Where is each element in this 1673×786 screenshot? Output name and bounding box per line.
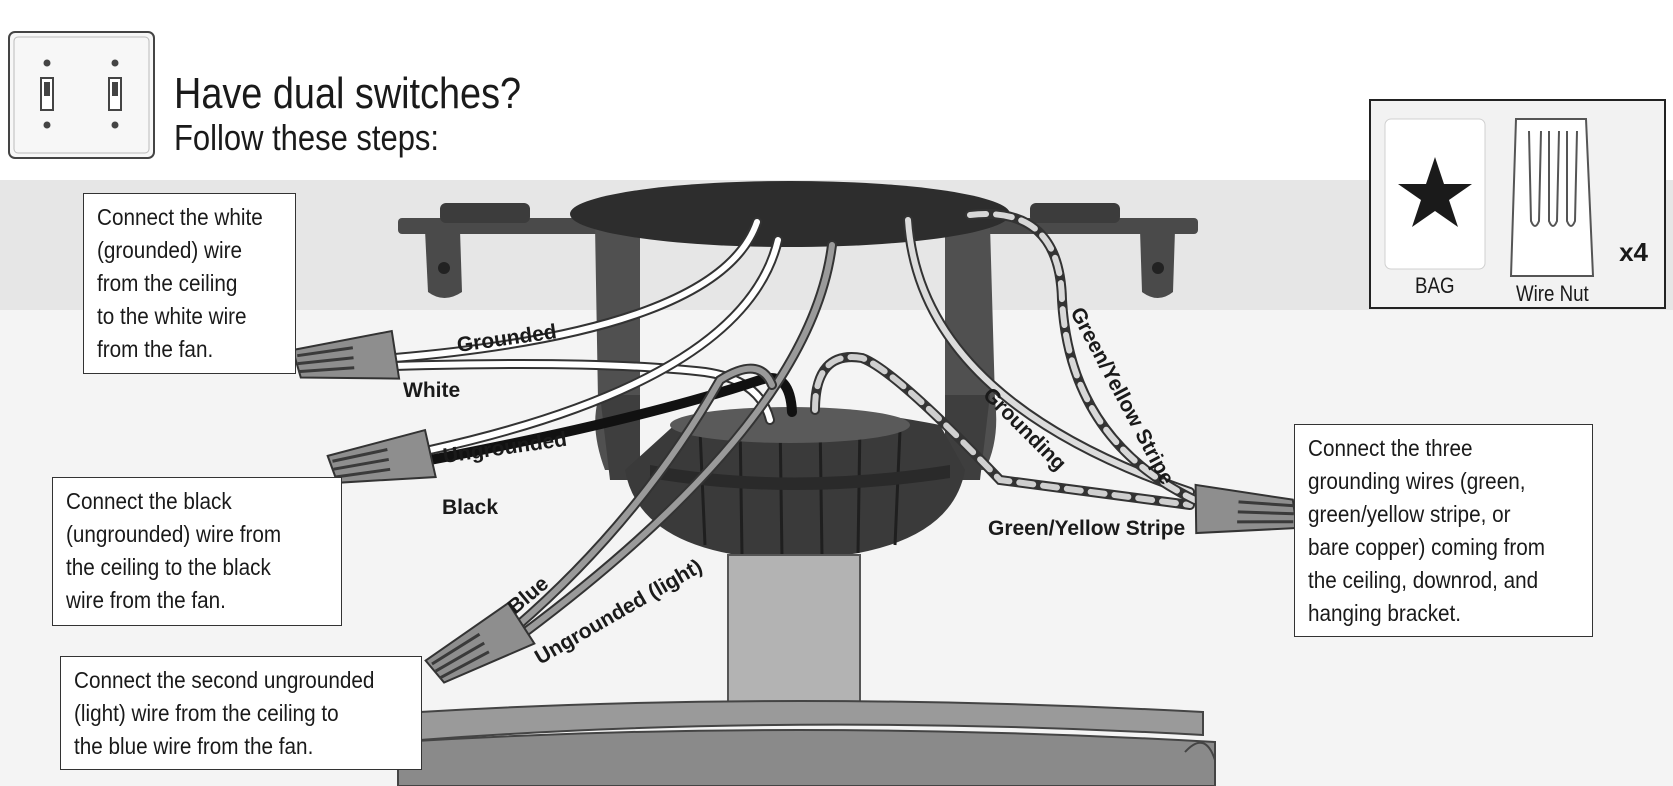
label-white: White: [403, 379, 460, 402]
page-subtitle: Follow these steps:: [174, 117, 440, 158]
star-icon: [1398, 157, 1472, 227]
callout-grounding-wires: Connect the three grounding wires (green…: [1294, 424, 1593, 637]
callout-ground-text: Connect the three grounding wires (green…: [1308, 435, 1546, 626]
wire-nut-label: Wire Nut: [1516, 281, 1589, 306]
page-title: Have dual switches?: [174, 69, 522, 118]
callout-black-wire: Connect the black (ungrounded) wire from…: [52, 477, 342, 626]
label-green-yellow-stripe: Green/Yellow Stripe: [988, 517, 1185, 540]
callout-white-text: Connect the white (grounded) wire from t…: [97, 204, 263, 362]
wire-nut-quantity: x4: [1619, 237, 1648, 267]
label-black: Black: [442, 496, 498, 519]
dual-switch-plate-icon: [8, 31, 155, 159]
callout-white-wire: Connect the white (grounded) wire from t…: [83, 193, 296, 374]
junction-box: [570, 181, 1010, 247]
page-heading: Have dual switches? Follow these steps:: [174, 72, 521, 156]
wire-nut-light: [424, 601, 536, 684]
callout-light-text: Connect the second ungrounded (light) wi…: [74, 667, 375, 759]
canopy-housing: [625, 407, 965, 560]
bag-label: BAG: [1415, 273, 1455, 298]
wire-nut-icon: [1509, 118, 1595, 277]
downrod: [727, 554, 861, 706]
fan-body: [397, 700, 1216, 786]
wire-nut-white: [291, 329, 401, 380]
wires: [390, 209, 1200, 641]
callout-black-text: Connect the black (ungrounded) wire from…: [66, 488, 282, 613]
parts-legend: BAG Wire Nut x4: [1369, 99, 1666, 309]
callout-light-wire: Connect the second ungrounded (light) wi…: [60, 656, 422, 770]
wire-nut-black: [326, 428, 437, 484]
parts-legend-art: [1384, 118, 1595, 277]
